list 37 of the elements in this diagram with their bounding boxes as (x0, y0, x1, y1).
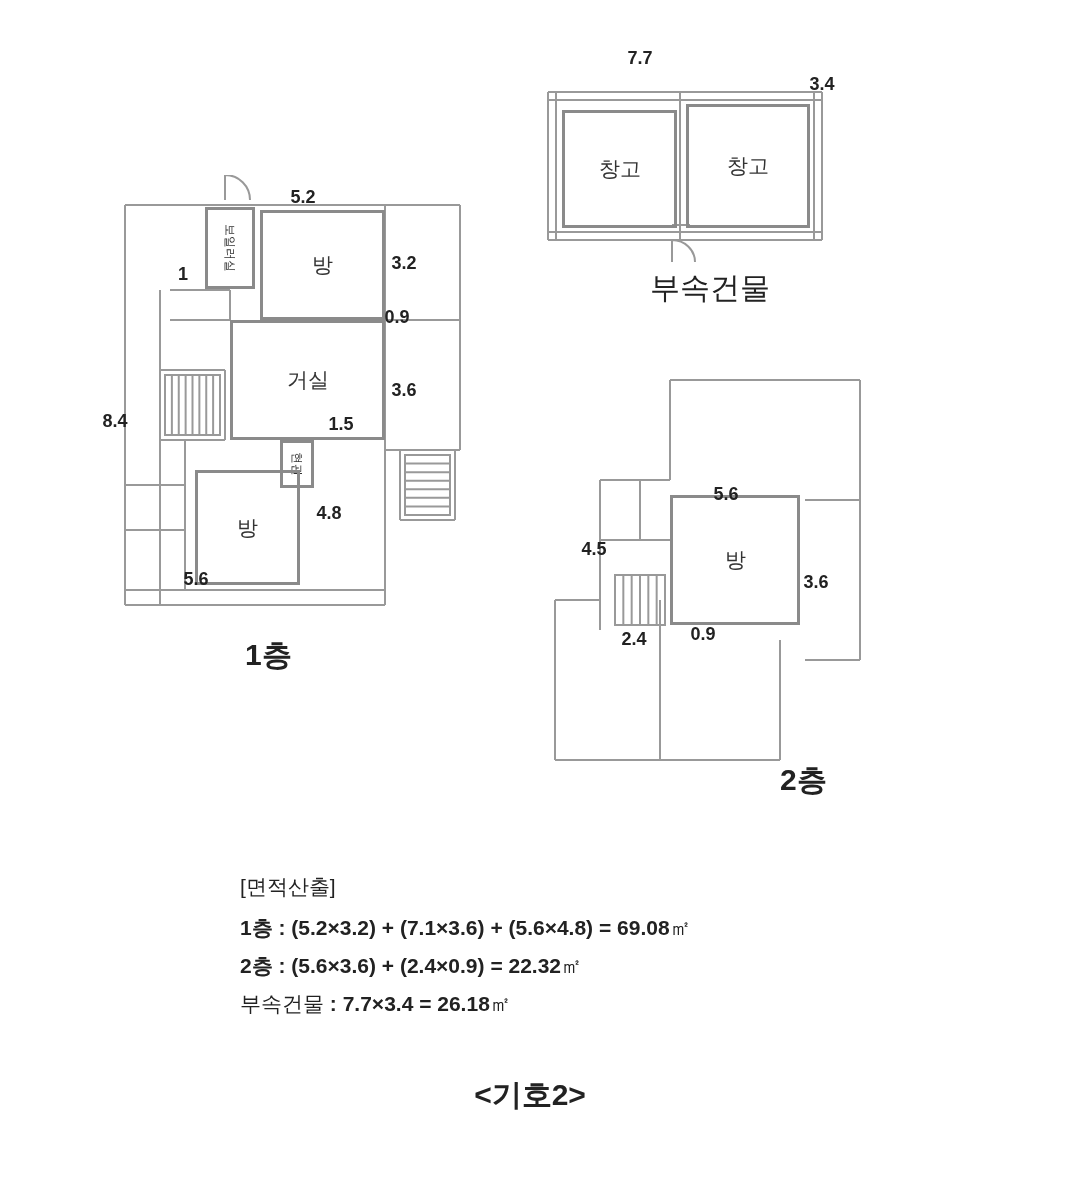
dimension-label: 3.4 (809, 73, 835, 95)
room (280, 440, 314, 488)
floor-label: 2층 (780, 762, 827, 798)
dimension-label: 3.6 (803, 571, 829, 593)
room (230, 320, 385, 440)
room-label: 방 (312, 252, 333, 278)
room-label: 거실 (286, 367, 329, 393)
dimension-label: 1 (178, 263, 188, 285)
dimension-label: 8.4 (102, 410, 128, 432)
dimension-label: 2.4 (621, 628, 647, 650)
room (260, 210, 385, 320)
dimension-label: 0.9 (384, 306, 410, 328)
room-label: 보일러실 (224, 224, 236, 272)
dimension-label: 3.6 (391, 379, 417, 401)
room-label: 창고 (727, 153, 769, 179)
dimension-label: 7.7 (627, 47, 653, 69)
room (686, 104, 810, 228)
area-formula: 2층 : (5.6×3.6) + (2.4×0.9) = 22.32㎡ (240, 953, 583, 979)
dimension-label: 4.5 (581, 538, 607, 560)
dimension-label: 3.2 (391, 252, 417, 274)
dimension-label: 1.5 (328, 413, 354, 435)
room (562, 110, 677, 228)
room-label: 창고 (598, 156, 641, 182)
floor-label: 부속건물 (650, 270, 770, 306)
dimension-label: 0.9 (690, 623, 716, 645)
section-heading: [면적산출] (240, 874, 336, 900)
dimension-label: 5.6 (183, 568, 209, 590)
room-label: 방 (724, 547, 746, 573)
dimension-label: 4.8 (316, 502, 342, 524)
area-formula: 부속건물 : 7.7×3.4 = 26.18㎡ (240, 991, 511, 1017)
floor-label: 1층 (245, 637, 292, 673)
area-formula: 1층 : (5.2×3.2) + (7.1×3.6) + (5.6×4.8) = 69.08㎡ (240, 915, 691, 941)
figure-caption: <기호2> (474, 1076, 586, 1113)
room-label: 방 (237, 514, 258, 541)
dimension-label: 5.6 (713, 483, 739, 505)
dimension-label: 5.2 (290, 186, 316, 208)
room (205, 207, 255, 289)
